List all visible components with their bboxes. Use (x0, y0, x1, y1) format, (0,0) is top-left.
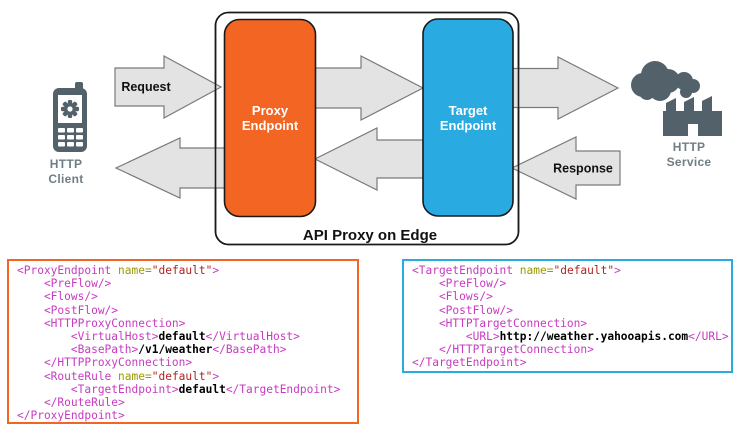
mobile-phone-icon (53, 82, 87, 152)
target-endpoint-label-line2: Endpoint (440, 118, 497, 133)
code-line: <PreFlow/> (17, 277, 112, 291)
target-to-proxy-arrow (313, 127, 424, 191)
gear-icon (61, 100, 79, 118)
code-line: <TargetEndpoint name="default"> (412, 264, 621, 277)
request-arrow (114, 54, 223, 120)
code-line: </HTTPTargetConnection> (412, 343, 594, 357)
code-line: <VirtualHost>default</VirtualHost> (17, 330, 300, 344)
response-label: Response (553, 162, 613, 176)
code-line: </ProxyEndpoint> (17, 409, 125, 423)
target-endpoint-box (422, 18, 514, 217)
code-line: <HTTPTargetConnection> (412, 316, 588, 330)
proxy-endpoint-box (223, 18, 317, 218)
proxy-endpoint-label-line2: Endpoint (242, 118, 299, 133)
proxy-to-client-arrow (114, 137, 226, 199)
target-endpoint-xml-snippet: <TargetEndpoint name="default"> <PreFlow… (402, 259, 733, 373)
flow-diagram-svg: Proxy Endpoint Target Endpoint Request R… (48, 11, 722, 246)
code-line: <ProxyEndpoint name="default"> (17, 264, 220, 277)
code-line: <PreFlow/> (412, 277, 507, 291)
factory-with-smoke-icon (631, 61, 722, 136)
request-label: Request (121, 80, 171, 94)
proxy-to-target-arrow (314, 55, 425, 121)
code-line: <Flows/> (412, 290, 493, 304)
api-proxy-title: API Proxy on Edge (303, 227, 437, 244)
smoke-cloud-icon (631, 61, 700, 101)
api-proxy-container-border (214, 11, 520, 246)
http-service-label-line1: HTTP (673, 140, 706, 154)
code-line: <PostFlow/> (412, 303, 514, 317)
code-line: <PostFlow/> (17, 303, 119, 317)
code-line: <BasePath>/v1/weather</BasePath> (17, 343, 287, 357)
code-line: </HTTPProxyConnection> (17, 356, 193, 370)
code-line: </TargetEndpoint> (412, 356, 527, 370)
code-line: <URL>http://weather.yahooapis.com</URL> (412, 330, 729, 344)
target-endpoint-label-line1: Target (449, 103, 488, 118)
code-line: <HTTPProxyConnection> (17, 316, 186, 330)
http-service-label-line2: Service (667, 155, 712, 169)
http-client-label-line1: HTTP (50, 157, 83, 171)
http-client-label-line2: Client (48, 172, 83, 186)
code-line: <RouteRule name="default"> (17, 369, 220, 383)
phone-keypad (58, 128, 83, 147)
code-line: <Flows/> (17, 290, 98, 304)
code-line: </RouteRule> (17, 396, 125, 410)
code-line: <TargetEndpoint>default</TargetEndpoint> (17, 382, 341, 396)
target-to-service-arrow (509, 56, 620, 120)
response-arrow (510, 136, 621, 200)
proxy-endpoint-label-line1: Proxy (252, 103, 289, 118)
proxy-endpoint-xml-snippet: <ProxyEndpoint name="default"> <PreFlow/… (7, 259, 359, 424)
